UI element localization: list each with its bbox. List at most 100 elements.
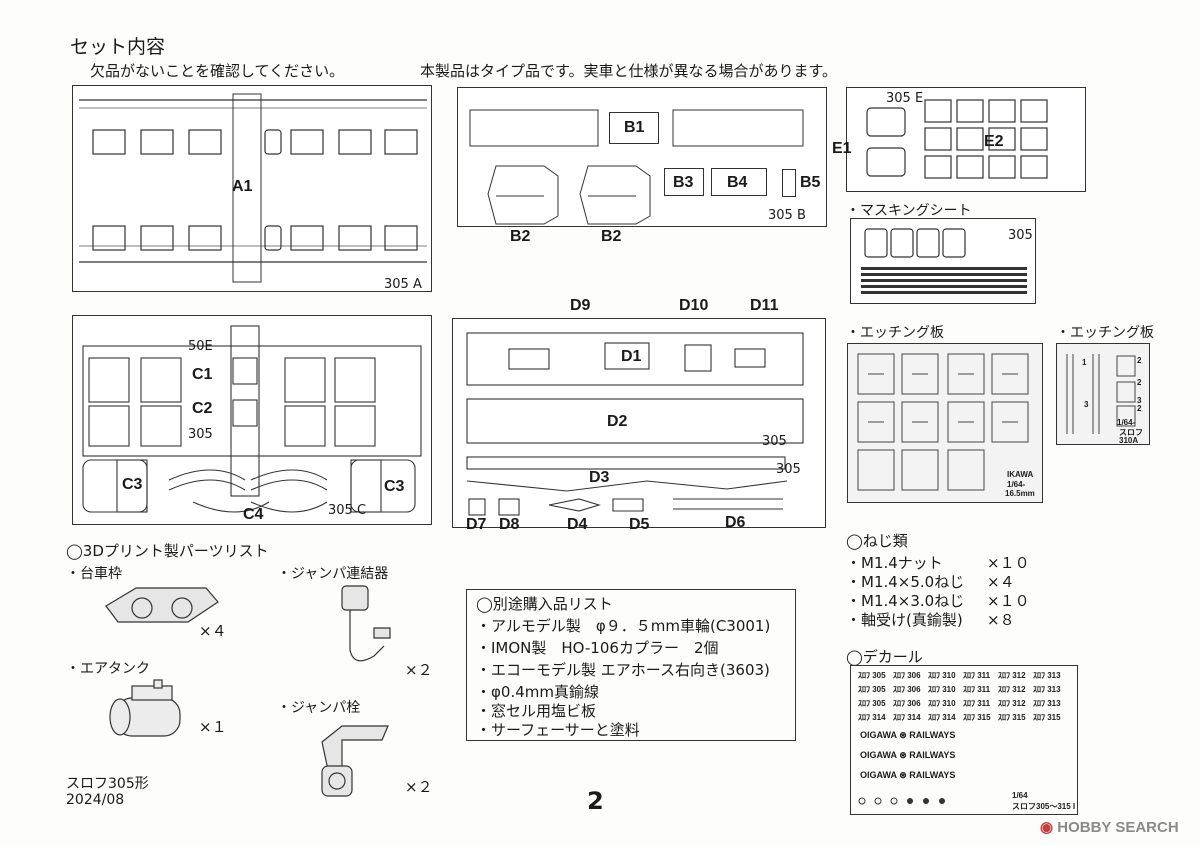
decal-number: ｽﾛﾌ 311 (963, 685, 991, 694)
decal-logo-right: RAILWAYS (909, 730, 956, 740)
decal-number-grid: ｽﾛﾌ 305 ｽﾛﾌ 306 ｽﾛﾌ 310 ｽﾛﾌ 311 ｽﾛﾌ 312 … (858, 670, 1072, 723)
etching-1-mark2: 1/64- (1007, 480, 1026, 489)
label-d11: D11 (750, 297, 779, 314)
decal-number: ｽﾛﾌ 312 (998, 671, 1026, 680)
watermark: ◉ HOBBY SEARCH (1040, 818, 1179, 836)
screw-qty-2: ×４ (987, 573, 1015, 591)
decal-logo-3: OIGAWA ⊛ RAILWAYS (860, 770, 955, 781)
masking-sheet-drawing (861, 228, 1027, 294)
decal-number: ｽﾛﾌ 315 (1033, 713, 1061, 722)
separate-purchase-title: ◯別途購入品リスト (476, 595, 613, 613)
label-c3-right: C3 (384, 478, 405, 495)
etching-plate-1-drawing (857, 353, 1029, 491)
label-d8: D8 (499, 516, 520, 533)
sprue-a-code: 305 A (384, 277, 422, 292)
print-part-name-2: ・ジャンパ連結器 (277, 566, 389, 582)
etching-2-num1: 1 (1082, 358, 1087, 367)
sprue-b (457, 87, 827, 227)
decal-number: ｽﾛﾌ 311 (963, 671, 991, 680)
sprue-c-code-side: 305 C (328, 503, 367, 518)
decal-number: ｽﾛﾌ 305 (858, 671, 886, 680)
label-d4: D4 (567, 516, 588, 533)
decal-number: ｽﾛﾌ 311 (963, 699, 991, 708)
separate-item-5: ・窓セル用塩ビ板 (476, 702, 597, 720)
screw-name-3: ・M1.4×3.0ねじ (846, 592, 965, 610)
masking-sheet (850, 218, 1036, 304)
label-a1: A1 (232, 178, 253, 195)
label-b5: B5 (800, 174, 821, 191)
label-d9: D9 (570, 297, 591, 314)
label-d1: D1 (621, 348, 642, 365)
model-name: スロフ305形 (66, 776, 149, 792)
part-b4 (711, 168, 767, 196)
etching-title-1: ・エッチング板 (846, 325, 944, 341)
decal-number: ｽﾛﾌ 306 (893, 699, 921, 708)
print-part-qty-2: ×２ (405, 661, 433, 679)
decal-number: ｽﾛﾌ 312 (998, 685, 1026, 694)
print-part-qty-3: ×１ (199, 718, 227, 736)
sprue-e (846, 87, 1086, 192)
etching-2-num4: 3 (1084, 400, 1089, 409)
etching-2-mark3: 310A (1119, 436, 1139, 445)
sprue-d (452, 318, 826, 528)
part-b1 (609, 112, 659, 144)
part-b3 (664, 168, 704, 196)
decal-title: ◯デカール (846, 648, 923, 666)
print-part-name-1: ・台車枠 (66, 566, 122, 582)
decal-logo-left: OIGAWA (860, 770, 897, 780)
air-tank-illustration (109, 679, 181, 737)
etching-2-num2: 2 (1137, 356, 1142, 365)
etching-2-num5: 3 (1137, 396, 1142, 405)
label-b3: B3 (673, 174, 694, 191)
etching-plate-2 (1056, 343, 1150, 445)
print-part-qty-1: ×４ (199, 622, 227, 640)
decal-logo-right: RAILWAYS (909, 770, 956, 780)
separate-item-3: ・エコーモデル製 エアホース右向き(3603) (476, 661, 770, 679)
railway-emblem-icon: ⊛ (899, 730, 907, 740)
decal-number: ｽﾛﾌ 313 (1033, 685, 1061, 694)
label-e1: E1 (832, 140, 852, 157)
watermark-text: HOBBY SEARCH (1057, 819, 1179, 836)
label-d3: D3 (589, 469, 610, 486)
label-b2-right: B2 (601, 228, 622, 245)
decal-number: ｽﾛﾌ 305 (858, 699, 886, 708)
decal-number: ｽﾛﾌ 315 (998, 713, 1026, 722)
sprue-c-drawing (82, 325, 422, 513)
decal-number: ｽﾛﾌ 312 (998, 699, 1026, 708)
type-notice: 本製品はタイプ品です。実車と仕様が異なる場合があります。 (420, 62, 838, 80)
masking-sheet-title: ・マスキングシート (846, 203, 972, 219)
decal-number: ｽﾛﾌ 315 (963, 713, 991, 722)
decal-scale: 1/64 (1012, 791, 1028, 800)
sprue-a-drawing (79, 93, 427, 283)
print-date: 2024/08 (66, 792, 125, 808)
screws-title: ◯ねじ類 (846, 532, 908, 550)
label-c3-left: C3 (122, 476, 143, 493)
jumper-coupler-illustration (341, 585, 391, 662)
decal-logo-2: OIGAWA ⊛ RAILWAYS (860, 750, 955, 761)
label-c2: C2 (192, 400, 213, 417)
label-d5: D5 (629, 516, 650, 533)
decal-logo-left: OIGAWA (860, 750, 897, 760)
etching-title-2: ・エッチング板 (1056, 325, 1154, 341)
screw-name-4: ・軸受け(真鍮製) (846, 611, 963, 629)
screw-name-1: ・M1.4ナット (846, 554, 943, 572)
decal-number: ｽﾛﾌ 313 (1033, 699, 1061, 708)
railway-emblem-icon: ⊛ (899, 750, 907, 760)
label-d6: D6 (725, 514, 746, 531)
masking-sheet-code: 305 (1008, 228, 1033, 243)
label-c1: C1 (192, 366, 213, 383)
decal-model: スロフ305～315 I (1012, 802, 1076, 811)
etching-2-mark2: スロフ (1119, 428, 1143, 437)
etching-2-num6: 2 (1137, 404, 1142, 413)
decal-number: ｽﾛﾌ 310 (928, 685, 956, 694)
label-d10: D10 (679, 297, 709, 314)
separate-item-6: ・サーフェーサーと塗料 (476, 721, 640, 739)
label-b1: B1 (624, 119, 645, 136)
print-part-name-4: ・ジャンパ栓 (277, 700, 361, 716)
decal-number: ｽﾛﾌ 313 (1033, 671, 1061, 680)
label-d2: D2 (607, 413, 628, 430)
etching-2-mark1: 1/64- (1117, 418, 1136, 427)
decal-number: ｽﾛﾌ 310 (928, 671, 956, 680)
part-b5 (782, 169, 796, 197)
separate-item-4: ・φ0.4mm真鍮線 (476, 683, 599, 701)
